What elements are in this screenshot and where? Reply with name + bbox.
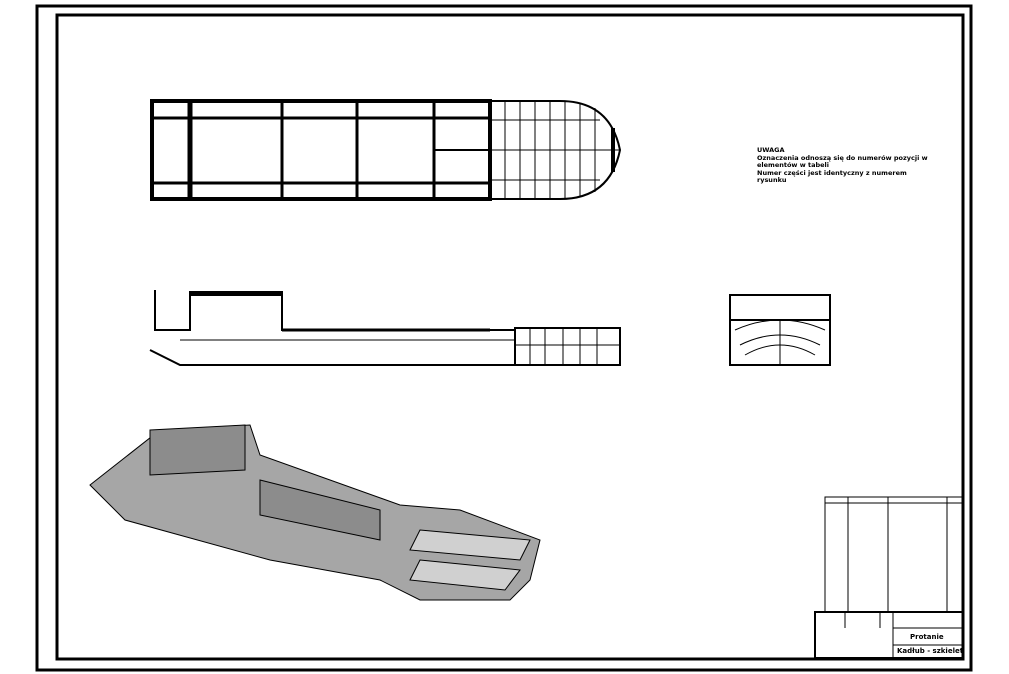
- side-view: [149, 290, 621, 366]
- note-line: rysunku: [757, 176, 787, 184]
- note-block: UWAGA Oznaczenia odnoszą się do numerów …: [757, 146, 928, 185]
- parts-list: [824, 496, 963, 613]
- sheet-subtitle: Protanie: [910, 633, 944, 641]
- sheet-title: Kadłub - szkielet: [897, 647, 964, 655]
- note-line: Numer części jest identyczny z numerem: [757, 168, 907, 177]
- top-view: [150, 99, 622, 201]
- isometric-view: [89, 424, 541, 601]
- note-line: elementów w tabeli: [757, 161, 829, 169]
- note-line: Oznaczenia odnoszą się do numerów pozycj…: [757, 153, 928, 162]
- outer-border: [35, 4, 973, 672]
- title-block: [814, 611, 964, 659]
- section-view: [729, 294, 831, 366]
- inner-border: [55, 13, 965, 661]
- note-heading: UWAGA: [757, 146, 785, 154]
